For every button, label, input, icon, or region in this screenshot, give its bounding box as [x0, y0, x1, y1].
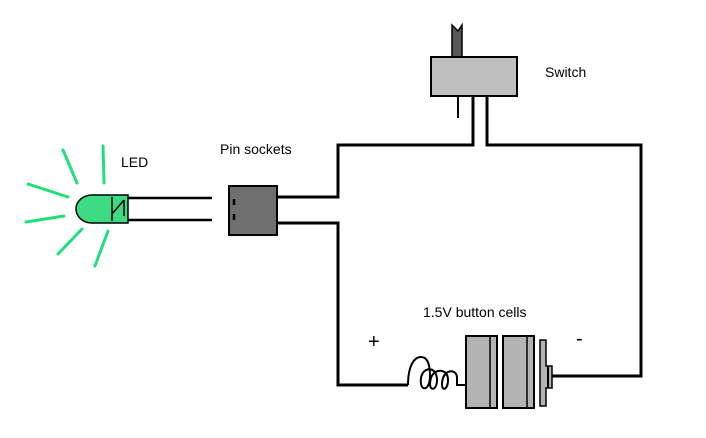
pin-sockets-icon — [228, 185, 278, 236]
switch-icon — [430, 22, 518, 142]
button-cells-label: 1.5V button cells — [423, 304, 527, 320]
led-label: LED — [121, 154, 149, 170]
negative-contact-icon — [539, 339, 553, 407]
button-cells-icon — [465, 335, 535, 409]
led-icon — [75, 194, 129, 224]
led-glow-rays — [24, 144, 110, 268]
positive-terminal-label: + — [368, 331, 380, 353]
switch-label: Switch — [545, 64, 587, 80]
negative-terminal-label: - — [576, 328, 583, 350]
led-leads — [128, 196, 212, 222]
spring-contact-icon — [407, 355, 466, 390]
circuit-wires — [277, 97, 643, 387]
pin-sockets-label: Pin sockets — [220, 141, 292, 157]
